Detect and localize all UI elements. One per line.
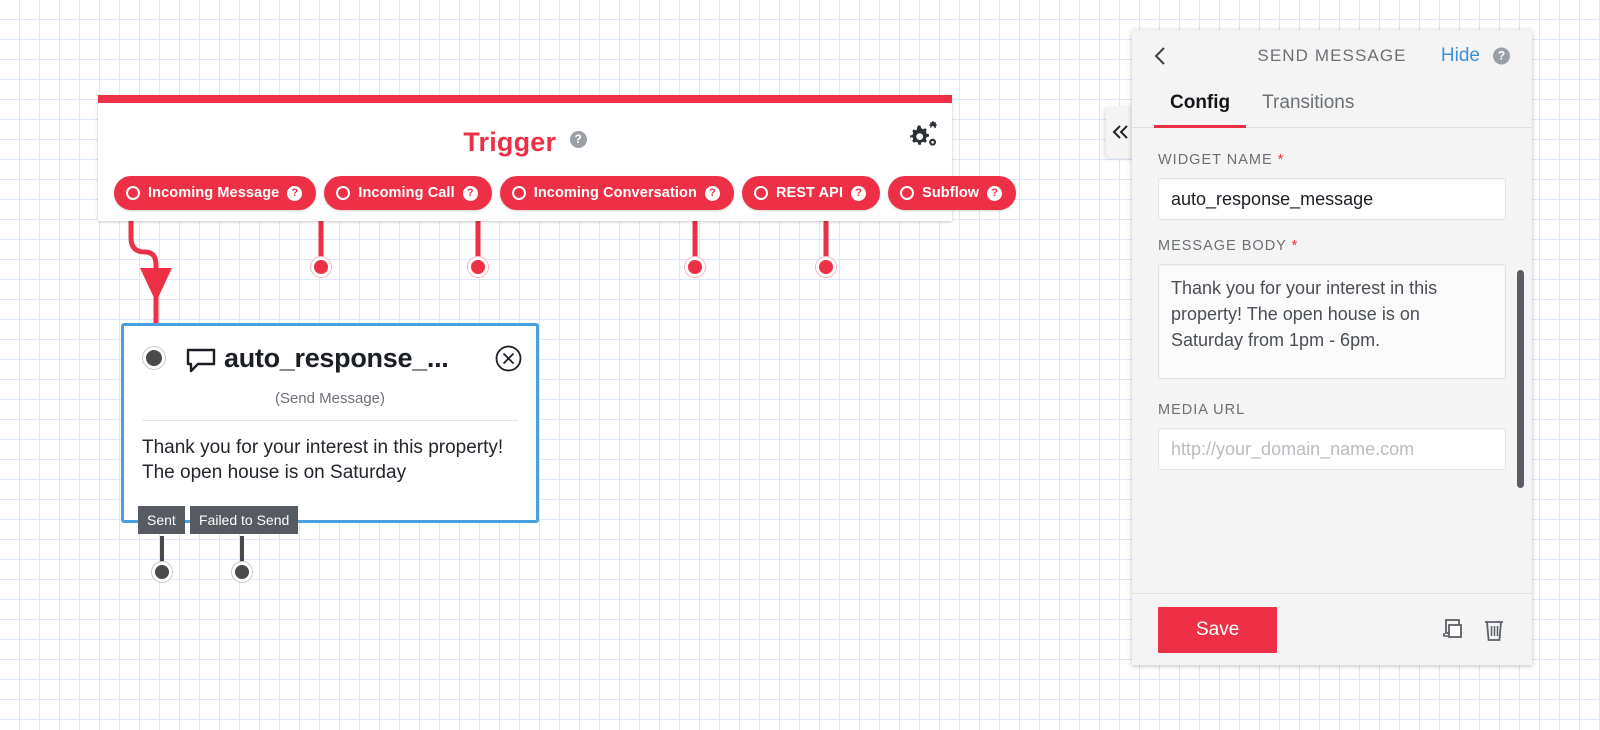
trigger-pill-rest-api[interactable]: REST API ? [741, 176, 881, 210]
trigger-endpoint-subflow[interactable] [816, 257, 836, 277]
panel-header: SEND MESSAGE Hide ? [1132, 30, 1532, 82]
transition-endpoint-failed-to-send[interactable] [232, 562, 252, 582]
radio-icon [336, 186, 351, 200]
gear-icon[interactable] [904, 121, 938, 151]
pill-label: Subflow [922, 185, 980, 201]
pill-label: REST API [775, 185, 844, 201]
node-title: auto_response_... [224, 343, 449, 373]
message-body-label: MESSAGE BODY * [1158, 238, 1506, 254]
trigger-endpoint-rest-api[interactable] [685, 257, 705, 277]
widget-config-panel[interactable]: SEND MESSAGE Hide ? Config Transitions W… [1132, 30, 1532, 665]
panel-footer: Save [1132, 593, 1532, 665]
chat-bubble-icon [186, 348, 216, 373]
panel-hide-link[interactable]: Hide [1440, 45, 1480, 66]
trash-icon[interactable] [1482, 617, 1506, 643]
trigger-pill-list: Incoming Message ? Incoming Call ? Incom… [114, 176, 1017, 210]
close-circle-icon[interactable] [495, 345, 522, 372]
pill-help-icon[interactable]: ? [987, 185, 1003, 201]
transition-endpoint-sent[interactable] [152, 562, 172, 582]
trigger-pill-incoming-message[interactable]: Incoming Message ? [114, 176, 317, 210]
trigger-widget[interactable]: Trigger ? Incoming Message ? [98, 95, 1017, 221]
radio-icon [511, 186, 526, 200]
radio-icon [753, 186, 768, 200]
panel-collapse-button[interactable] [1106, 106, 1136, 158]
transition-stem-sent [160, 536, 164, 570]
trigger-header: Trigger ? [98, 103, 952, 158]
trigger-pill-incoming-conversation[interactable]: Incoming Conversation ? [499, 176, 734, 210]
trigger-title: Trigger [463, 127, 557, 157]
pill-help-icon[interactable]: ? [851, 185, 867, 201]
save-button[interactable]: Save [1158, 606, 1278, 653]
transition-label-sent[interactable]: Sent [138, 506, 185, 534]
trigger-help-icon[interactable]: ? [569, 131, 587, 148]
transition-stem-failed [240, 536, 244, 570]
duplicate-icon[interactable] [1438, 617, 1464, 643]
radio-icon [900, 186, 915, 200]
node-send-message[interactable]: auto_response_... (Send Message) Thank y… [121, 323, 539, 523]
tab-config[interactable]: Config [1154, 82, 1247, 128]
field-media-url: MEDIA URL [1158, 402, 1506, 470]
widget-name-label: WIDGET NAME * [1158, 152, 1506, 168]
media-url-input[interactable] [1158, 428, 1506, 470]
media-url-label: MEDIA URL [1158, 402, 1506, 418]
pill-label: Incoming Conversation [533, 185, 697, 201]
field-widget-name: WIDGET NAME * [1158, 152, 1506, 220]
required-marker: * [1277, 152, 1285, 168]
message-body-label-text: MESSAGE BODY [1158, 238, 1287, 254]
panel-body: WIDGET NAME * MESSAGE BODY * MEDIA URL [1132, 128, 1532, 593]
chevron-left-icon[interactable] [1150, 45, 1172, 67]
pill-help-icon[interactable]: ? [704, 185, 720, 201]
footer-icon-group [1438, 617, 1506, 643]
node-input-connector[interactable] [143, 347, 165, 369]
node-header: auto_response_... [124, 326, 536, 396]
widget-name-label-text: WIDGET NAME [1158, 152, 1273, 168]
double-chevron-left-icon [1112, 125, 1128, 139]
transition-label-failed-to-send[interactable]: Failed to Send [190, 506, 299, 534]
node-body-preview: Thank you for your interest in this prop… [142, 437, 504, 484]
panel-tabs: Config Transitions [1132, 82, 1532, 128]
message-body-textarea[interactable] [1158, 264, 1506, 379]
trigger-pill-incoming-call[interactable]: Incoming Call ? [324, 176, 492, 210]
field-message-body: MESSAGE BODY * [1158, 238, 1506, 384]
panel-title: SEND MESSAGE [1257, 46, 1407, 65]
panel-hide-help-icon[interactable]: ? [1493, 47, 1510, 65]
pill-help-icon[interactable]: ? [462, 185, 478, 201]
trigger-pill-subflow[interactable]: Subflow ? [888, 176, 1017, 210]
pill-label: Incoming Call [358, 185, 455, 201]
radio-icon [126, 186, 140, 200]
tab-transitions[interactable]: Transitions [1262, 92, 1355, 113]
trigger-endpoint-incoming-call[interactable] [311, 257, 331, 277]
pill-help-icon[interactable]: ? [287, 185, 303, 201]
pill-label: Incoming Message [148, 185, 280, 201]
media-url-label-text: MEDIA URL [1158, 402, 1246, 418]
required-marker: * [1291, 238, 1299, 254]
trigger-endpoint-incoming-conversation[interactable] [468, 257, 488, 277]
node-subtitle: (Send Message) [142, 390, 518, 421]
panel-scrollbar[interactable] [1517, 270, 1524, 488]
widget-name-input[interactable] [1158, 178, 1506, 220]
